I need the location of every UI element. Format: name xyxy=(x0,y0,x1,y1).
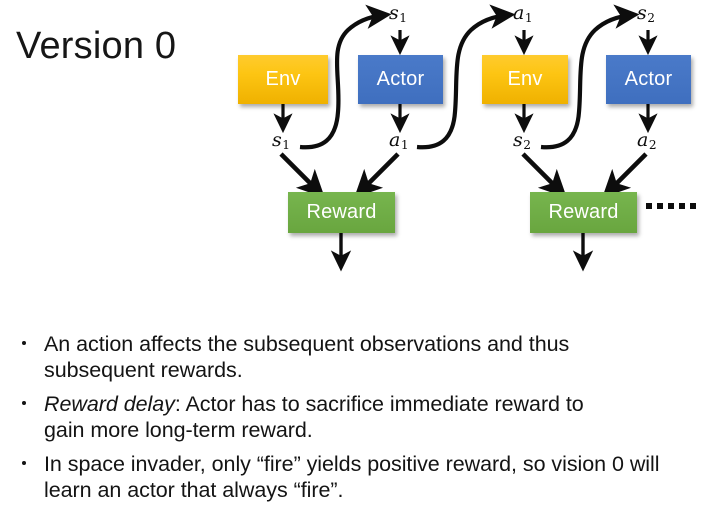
ellipsis-dot xyxy=(646,203,652,209)
bullet-dot-icon xyxy=(22,401,26,405)
node-env-2[interactable]: Env xyxy=(482,55,568,104)
label-top-s1: s1 xyxy=(389,2,407,25)
page-title: Version 0 xyxy=(16,25,177,67)
bullet-1-text: An action affects the subsequent observa… xyxy=(44,332,570,382)
ellipsis-dot xyxy=(657,203,663,209)
label-mid-s1: s1 xyxy=(272,129,290,152)
list-item: Reward delay: Actor has to sacrifice imm… xyxy=(10,392,630,443)
continuation-ellipsis xyxy=(646,203,701,209)
curve-s2-to-top-s2 xyxy=(540,4,640,150)
node-actor-1[interactable]: Actor xyxy=(358,55,443,104)
label-top-a1: a1 xyxy=(513,2,533,25)
arrow-s1-to-reward1 xyxy=(279,152,325,198)
arrow-a1-to-reward1 xyxy=(354,152,400,198)
node-actor-2[interactable]: Actor xyxy=(606,55,691,104)
label-mid-s2: s2 xyxy=(513,129,531,152)
list-item: An action affects the subsequent observa… xyxy=(10,332,650,383)
ellipsis-dot xyxy=(668,203,674,209)
bullet-dot-icon xyxy=(22,461,26,465)
curve-s1-to-top-s1 xyxy=(299,4,392,150)
arrow-a2-to-reward2 xyxy=(602,152,648,198)
node-env-1-label: Env xyxy=(265,68,301,90)
arrow-s2-to-reward2 xyxy=(521,152,567,198)
curve-a1-to-top-a1 xyxy=(416,4,516,150)
bullet-2-emphasis: Reward delay xyxy=(44,392,175,416)
bullet-3-text: In space invader, only “fire” yields pos… xyxy=(44,452,660,502)
diagram-arrows xyxy=(273,4,658,272)
label-mid-a1: a1 xyxy=(389,129,409,152)
label-mid-a2: a2 xyxy=(637,129,657,152)
node-reward-1-label: Reward xyxy=(306,201,377,223)
node-env-2-label: Env xyxy=(507,68,543,90)
bullet-dot-icon xyxy=(22,341,26,345)
node-actor-2-label: Actor xyxy=(624,68,673,90)
node-reward-2[interactable]: Reward xyxy=(530,192,637,233)
bullet-list: An action affects the subsequent observa… xyxy=(10,332,691,512)
ellipsis-dot xyxy=(679,203,685,209)
node-reward-1[interactable]: Reward xyxy=(288,192,395,233)
rl-sequence-diagram: s1 a1 s2 Env Actor Env Actor s1 a1 s2 xyxy=(238,2,701,272)
node-env-1[interactable]: Env xyxy=(238,55,328,104)
bullet-2-text: : Actor has to sacrifice immediate rewar… xyxy=(44,392,584,442)
label-top-s2: s2 xyxy=(637,2,655,25)
node-actor-1-label: Actor xyxy=(376,68,425,90)
ellipsis-dot xyxy=(690,203,696,209)
list-item: In space invader, only “fire” yields pos… xyxy=(10,452,686,503)
node-reward-2-label: Reward xyxy=(548,201,619,223)
